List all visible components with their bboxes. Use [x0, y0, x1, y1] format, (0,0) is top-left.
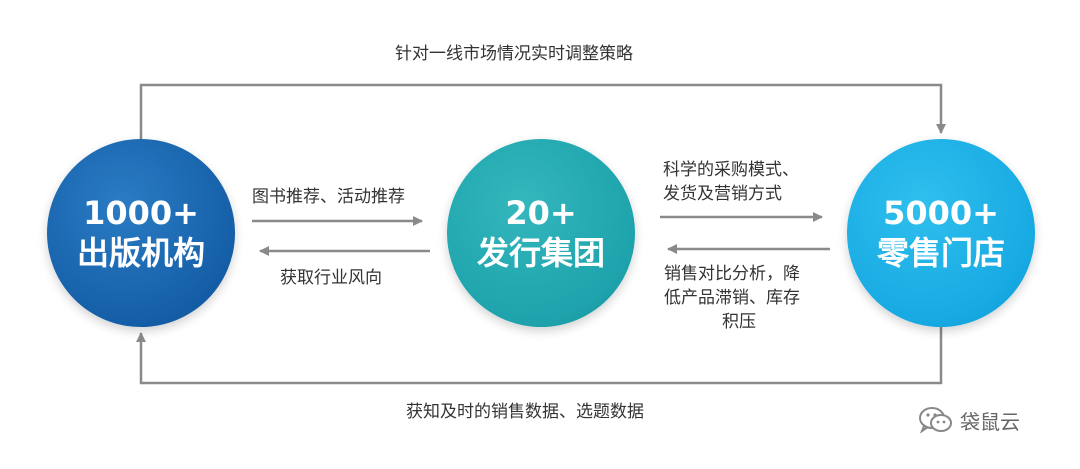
top-loop-arrow: [139, 83, 946, 139]
c-to-b-label-line-1: 销售对比分析，降: [664, 264, 800, 284]
distributors-node: 20+ 发行集团: [447, 139, 635, 327]
retailers-node: 5000+ 零售门店: [847, 139, 1035, 327]
bottom-loop-arrow: [136, 327, 943, 385]
b-to-c-label-line-1: 科学的采购模式、: [663, 160, 799, 180]
bottom-loop-label: 获知及时的销售数据、选题数据: [406, 402, 644, 422]
c-to-b-label-line-3: 积压: [722, 312, 756, 332]
c-to-b-label-line-2: 低产品滞销、库存: [664, 288, 800, 308]
publishers-node: 1000+ 出版机构: [47, 139, 235, 327]
retailers-name: 零售门店: [876, 234, 1005, 272]
b-to-a-label: 获取行业风向: [280, 268, 382, 288]
b-to-c-label-line-2: 发货及营销方式: [663, 184, 782, 204]
watermark: 袋鼠云: [918, 405, 1020, 435]
distributors-count: 20+: [505, 194, 577, 232]
publishers-name: 出版机构: [76, 234, 205, 272]
top-loop-label: 针对一线市场情况实时调整策略: [395, 44, 633, 64]
wechat-icon: [919, 407, 952, 434]
a-to-b-label: 图书推荐、活动推荐: [252, 187, 405, 207]
distributors-name: 发行集团: [476, 234, 605, 272]
retailers-count: 5000+: [883, 194, 999, 232]
watermark-text: 袋鼠云: [960, 409, 1020, 434]
publishers-count: 1000+: [83, 194, 199, 232]
